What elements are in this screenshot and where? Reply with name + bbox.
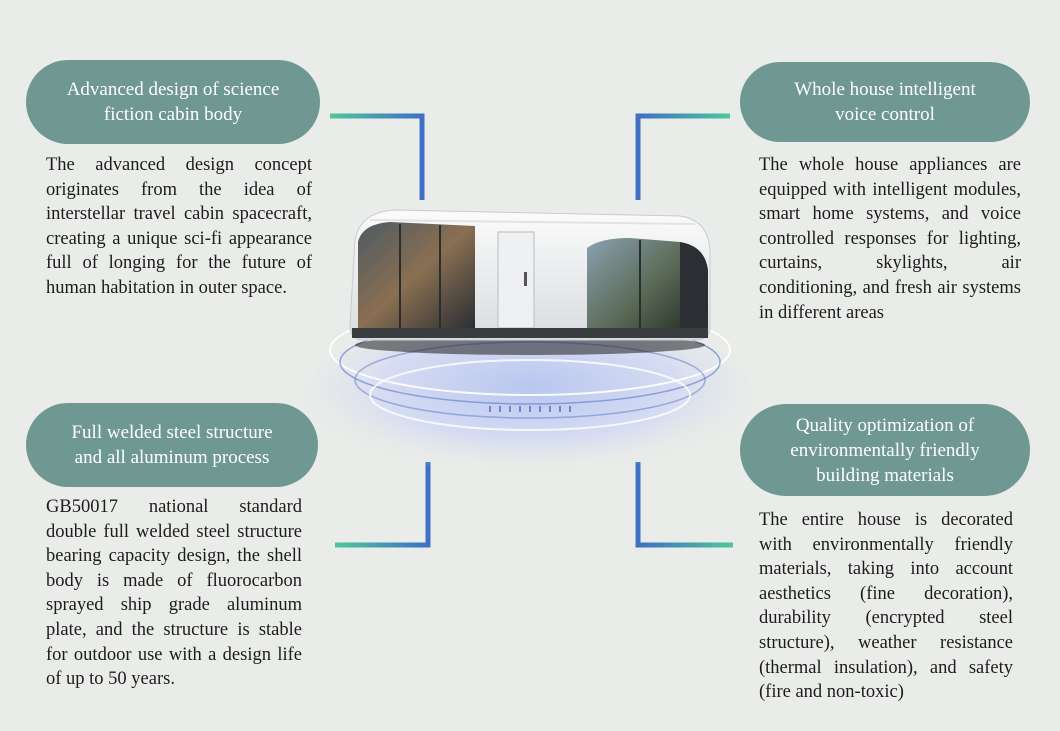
feature-description-top-right: The whole house appliances are equipped … (759, 155, 1021, 323)
feature-title-text: Whole house intelligent voice control (794, 79, 976, 125)
feature-title-top-left: Advanced design of science fiction cabin… (26, 60, 320, 144)
connector-bottom-left (335, 462, 431, 548)
feature-description-bottom-left: GB50017 national standard double full we… (46, 497, 302, 690)
feature-title-bottom-left: Full welded steel structure and all alum… (26, 403, 318, 487)
platform-ring (369, 359, 691, 431)
space-capsule-house-image (300, 180, 760, 480)
feature-title-text: Advanced design of science fiction cabin… (66, 79, 280, 125)
feature-description-top-left: The advanced design concept originates f… (46, 155, 312, 298)
feature-description-bottom-right: The entire house is decorated with envir… (759, 510, 1013, 703)
feature-title-bottom-right: Quality optimization of environmentally … (740, 404, 1030, 496)
connector-top-right (635, 113, 730, 200)
feature-title-top-right: Whole house intelligent voice control (740, 62, 1030, 142)
connector-bottom-right (635, 462, 733, 548)
connector-top-left (330, 113, 425, 200)
feature-title-text: Full welded steel structure and all alum… (71, 422, 273, 468)
feature-title-text: Quality optimization of environmentally … (790, 414, 980, 486)
